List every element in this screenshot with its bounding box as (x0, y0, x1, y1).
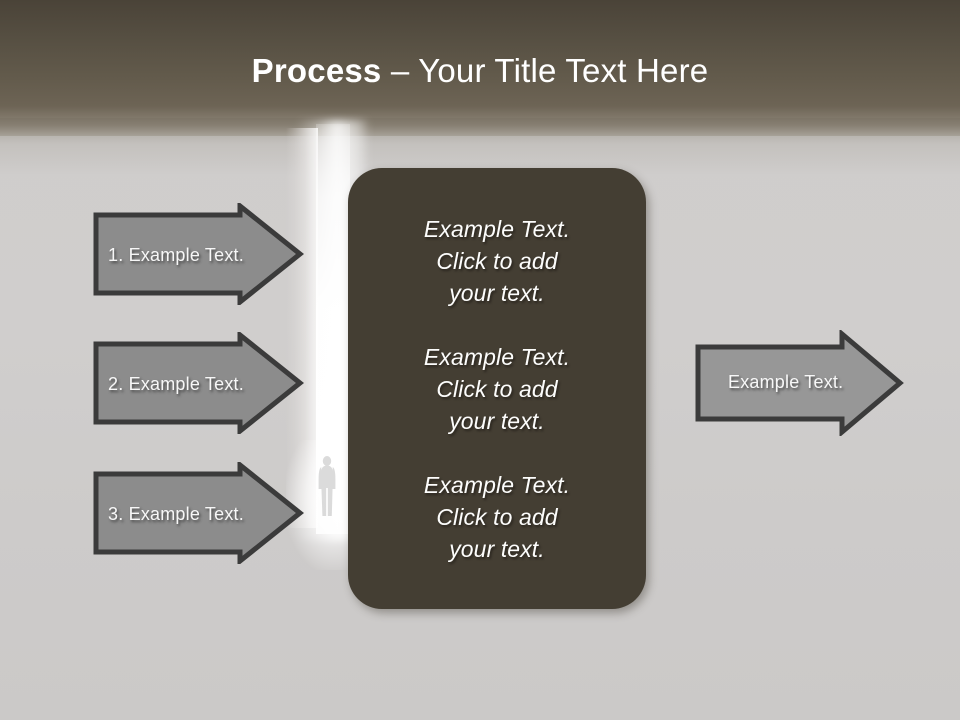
right-arrow-label: Example Text. (728, 372, 844, 392)
left-arrow-1-label: 1. Example Text. (108, 245, 244, 265)
left-arrow-3[interactable]: 3. Example Text. (92, 459, 305, 567)
page-title: Process – Your Title Text Here (0, 50, 960, 92)
header-fade (0, 118, 960, 176)
left-arrow-1[interactable]: 1. Example Text. (92, 200, 305, 308)
center-content-panel[interactable]: Example Text. Click to add your text. Ex… (348, 168, 646, 609)
right-arrow[interactable]: Example Text. (694, 328, 906, 438)
person-silhouette-icon (316, 455, 338, 517)
left-arrow-2-label: 2. Example Text. (108, 374, 244, 394)
panel-text-block-3: Example Text. Click to add your text. (423, 471, 571, 562)
panel-text-block-1: Example Text. Click to add your text. (423, 215, 571, 306)
page-title-bold: Process (251, 52, 382, 89)
page-title-separator: – (381, 52, 419, 89)
header-band (0, 0, 960, 136)
panel-text-block-2: Example Text. Click to add your text. (423, 343, 571, 434)
left-arrow-2[interactable]: 2. Example Text. (92, 329, 305, 437)
page-title-rest: Your Title Text Here (418, 52, 709, 89)
left-arrow-3-label: 3. Example Text. (108, 504, 244, 524)
